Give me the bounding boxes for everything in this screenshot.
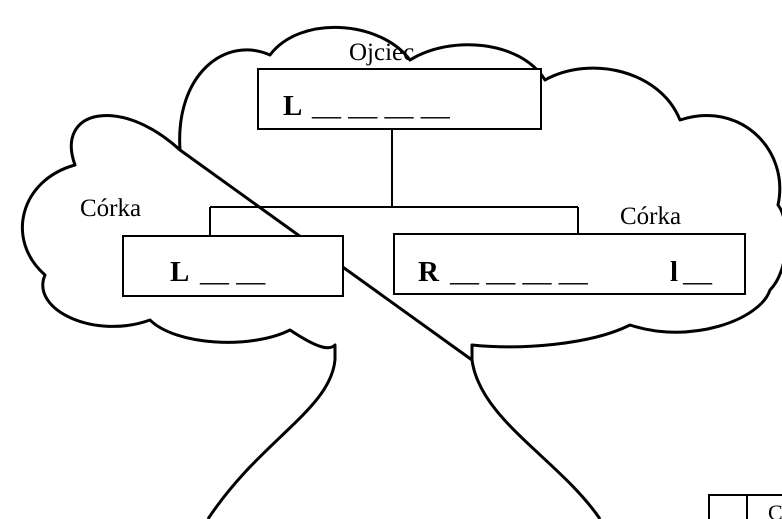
daughter-right-tail-blank: __ <box>683 256 712 288</box>
trunk-left-line <box>206 359 337 519</box>
father-blanks: __ __ __ __ <box>312 90 450 122</box>
daughter-right-letter: R <box>418 256 439 288</box>
table-fragment-cell-2 <box>746 494 782 519</box>
daughter-left-label: Córka <box>80 195 142 222</box>
daughter-right-label: Córka <box>620 203 682 230</box>
table-fragment-text: C <box>768 500 782 519</box>
daughter-left-box <box>122 235 344 297</box>
father-letter: L <box>283 90 303 122</box>
father-label: Ojciec <box>349 39 415 66</box>
trunk-right-line <box>470 359 602 519</box>
father-box <box>257 68 542 130</box>
daughter-left-letter: L <box>170 256 190 288</box>
daughter-left-blanks: __ __ <box>200 256 266 288</box>
daughter-right-inner-letter: l <box>670 256 679 288</box>
daughter-right-box <box>393 233 746 295</box>
table-fragment-cell-1 <box>708 494 748 519</box>
daughter-right-blanks: __ __ __ __ <box>450 256 588 288</box>
tree-crown-outline <box>21 26 782 362</box>
